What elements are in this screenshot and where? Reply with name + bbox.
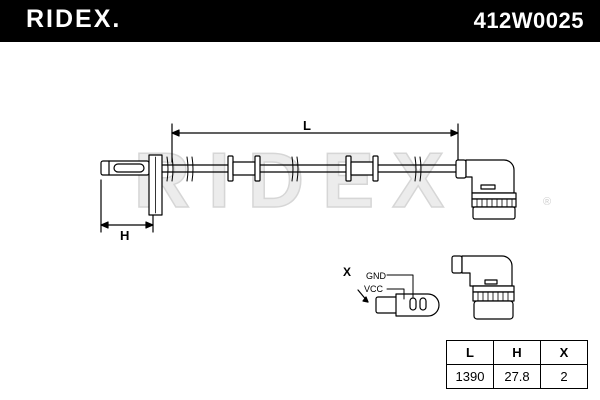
detail-connector	[451, 255, 515, 320]
connector-pin-face	[357, 274, 440, 317]
spec-value-height: 27.8	[493, 364, 541, 389]
detail-label: X	[343, 265, 351, 279]
height-dimension	[100, 179, 154, 233]
cable-break-marks	[166, 156, 422, 182]
spec-table-header-row: L H X	[446, 340, 588, 365]
sensor-head	[100, 154, 163, 216]
watermark-text: RIDEX	[134, 136, 462, 224]
sensor-cable	[161, 164, 459, 173]
spec-value-x: 2	[540, 364, 588, 389]
length-label: L	[303, 118, 311, 133]
cable-clip-right	[345, 155, 379, 182]
spec-header-x: X	[540, 340, 588, 365]
header-bar: RIDEX. 412W0025	[0, 0, 600, 42]
spec-header-length: L	[446, 340, 494, 365]
main-connector	[455, 159, 517, 220]
watermark-registered-mark: ®	[543, 196, 551, 208]
vcc-pin-label: VCC	[364, 284, 384, 294]
length-dimension	[171, 123, 459, 163]
part-number: 412W0025	[473, 8, 584, 33]
gnd-pin-label: GND	[366, 271, 387, 281]
spec-table-value-row: 1390 27.8 2	[446, 364, 588, 389]
cable-clip-left	[227, 155, 261, 182]
height-label: H	[120, 228, 129, 243]
brand-logo: RIDEX.	[26, 5, 122, 33]
spec-table: L H X 1390 27.8 2	[446, 340, 588, 389]
spec-value-length: 1390	[446, 364, 494, 389]
spec-header-height: H	[493, 340, 541, 365]
